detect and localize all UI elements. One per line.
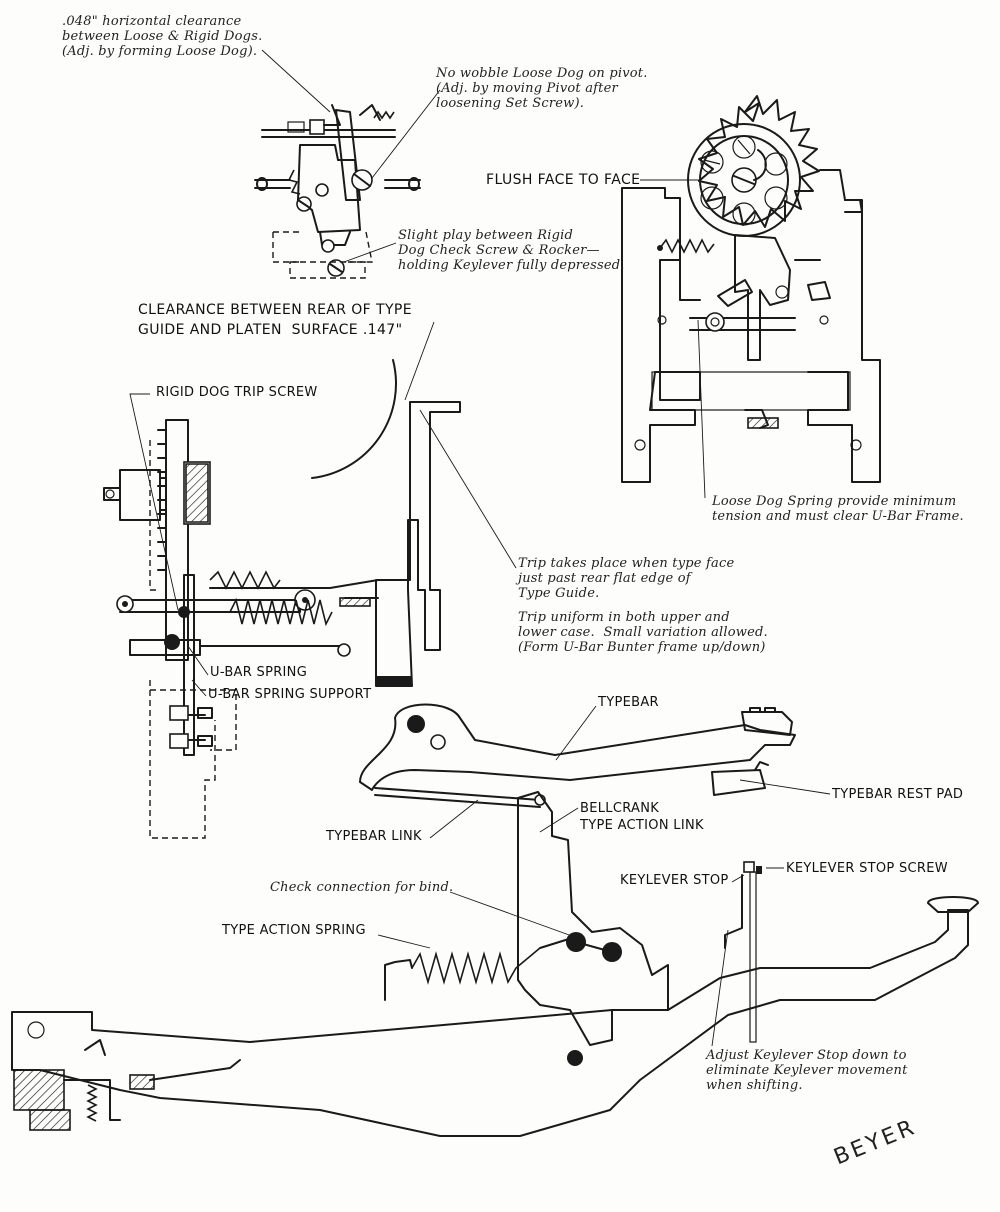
label-typebar-link: TYPEBAR LINK: [326, 829, 422, 844]
label-u-bar-spring: U-BAR SPRING: [210, 665, 308, 680]
label-typebar: TYPEBAR: [598, 695, 659, 710]
label-type-action-spring: TYPE ACTION SPRING: [222, 923, 366, 938]
note-trip-uniform: Trip uniform in both upper and lower cas…: [518, 610, 768, 655]
note-trip-takes-place: Trip takes place when type face just pas…: [518, 556, 735, 601]
type-action-spring-part: [384, 932, 622, 1066]
note-loose-dog-spring: Loose Dog Spring provide minimum tension…: [712, 494, 964, 524]
loose-dog-mechanism: [657, 234, 831, 429]
type-guide: [375, 401, 461, 687]
label-flush-face: FLUSH FACE TO FACE: [486, 172, 641, 188]
keylever-stop-part: [724, 861, 762, 1043]
label-rigid-dog-trip-screw: RIGID DOG TRIP SCREW: [156, 385, 318, 400]
dog-assembly-detail: [254, 104, 421, 279]
label-u-bar-spring-support: U-BAR SPRING SUPPORT: [208, 687, 372, 702]
label-bellcrank: BELLCRANK TYPE ACTION LINK: [580, 801, 704, 833]
type-wheel: [687, 95, 820, 237]
bellcrank-part: [374, 787, 669, 1046]
label-typebar-rest-pad: TYPEBAR REST PAD: [832, 787, 964, 802]
note-no-wobble: No wobble Loose Dog on pivot. (Adj. by m…: [436, 66, 648, 111]
typebar-part: [359, 703, 796, 796]
label-keylever-stop-screw: KEYLEVER STOP SCREW: [786, 861, 948, 876]
note-adjust-keylever-stop: Adjust Keylever Stop down to eliminate K…: [706, 1048, 908, 1093]
note-check-connection: Check connection for bind.: [270, 880, 454, 895]
keylever-part: [11, 896, 979, 1137]
u-bar-assembly: [103, 419, 379, 839]
note-slight-play: Slight play between Rigid Dog Check Scre…: [398, 228, 625, 273]
note-horizontal-clearance: .048" horizontal clearance between Loose…: [62, 14, 263, 59]
label-clearance: CLEARANCE BETWEEN REAR OF TYPE GUIDE AND…: [138, 302, 412, 338]
label-keylever-stop: KEYLEVER STOP: [620, 873, 729, 888]
